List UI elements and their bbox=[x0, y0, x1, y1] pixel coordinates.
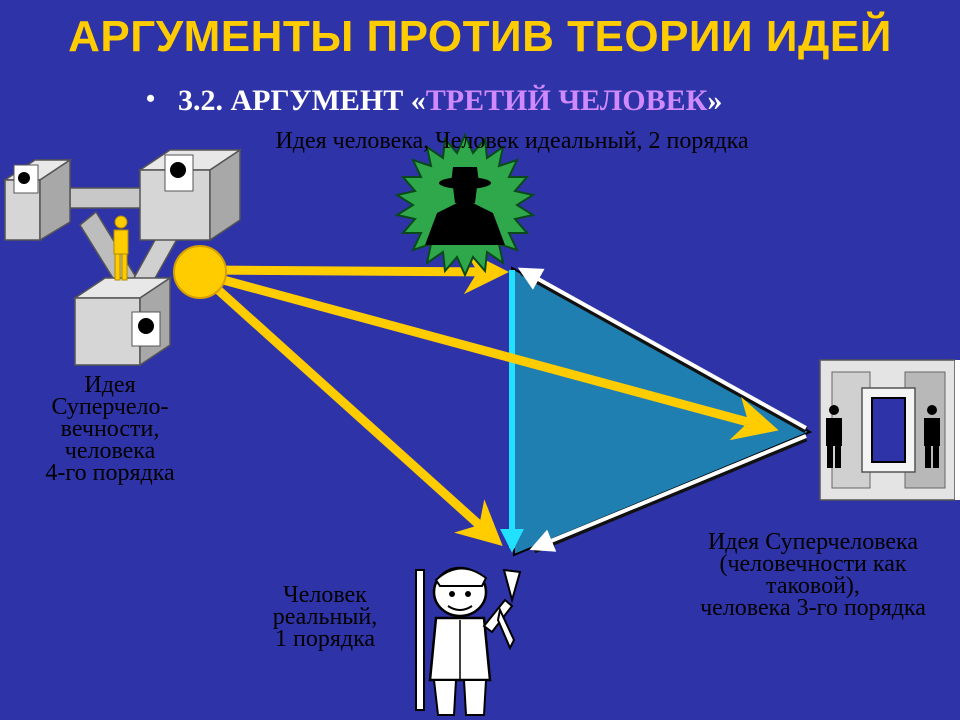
subtitle: 3.2. АРГУМЕНТ «ТРЕТИЙ ЧЕЛОВЕК» bbox=[178, 84, 722, 117]
label-right-line: Идея Суперчеловека bbox=[707, 529, 919, 555]
source-sphere bbox=[173, 245, 227, 299]
subtitle-accent: ТРЕТИЙ ЧЕЛОВЕК bbox=[425, 84, 708, 117]
label-left-line: Идея bbox=[84, 372, 136, 398]
label-left-line: Суперчело- bbox=[51, 394, 169, 420]
slide-title: АРГУМЕНТЫ ПРОТИВ ТЕОРИИ ИДЕЙ bbox=[68, 12, 892, 61]
bullet: • bbox=[146, 84, 156, 113]
subtitle-row: • 3.2. АРГУМЕНТ «ТРЕТИЙ ЧЕЛОВЕК» bbox=[146, 84, 722, 118]
triangle-fill bbox=[510, 266, 813, 557]
person-figure-icon bbox=[113, 215, 129, 281]
hunter-cartoon-icon bbox=[415, 566, 522, 716]
label-top-node: Идея человека, Человек идеальный, 2 поря… bbox=[275, 128, 749, 154]
label-right-line: таковой), bbox=[766, 573, 860, 599]
label-bottom-line: 1 порядка bbox=[274, 626, 376, 652]
arrow-to-right bbox=[203, 270, 779, 441]
impossible-cube-triangle-icon bbox=[2, 148, 243, 367]
label-left-line: 4-го порядка bbox=[45, 460, 175, 486]
spy-silhouette-icon bbox=[394, 132, 536, 278]
label-left-line: вечности, bbox=[60, 416, 160, 442]
businessmen-frame-icon bbox=[819, 359, 960, 501]
label-right-line: (человечности как bbox=[719, 551, 907, 577]
label-bottom-line: Человек bbox=[283, 582, 367, 608]
label-left-node: Идея Суперчело- вечности, человека 4-го … bbox=[20, 372, 200, 486]
subtitle-suffix: » bbox=[707, 84, 723, 117]
subtitle-prefix: 3.2. АРГУМЕНТ « bbox=[178, 84, 426, 117]
arrow-to-bottom bbox=[201, 274, 503, 547]
label-bottom-node: Человек реальный, 1 порядка bbox=[250, 582, 400, 652]
arrow-to-top bbox=[204, 249, 509, 295]
triangle-edge-bottom-right-white bbox=[529, 434, 807, 552]
label-bottom-line: реальный, bbox=[272, 604, 378, 630]
label-left-line: человека bbox=[64, 438, 156, 464]
label-right-node: Идея Суперчеловека (человечности как так… bbox=[668, 529, 958, 621]
label-right-line: человека 3-го порядка bbox=[700, 595, 926, 621]
